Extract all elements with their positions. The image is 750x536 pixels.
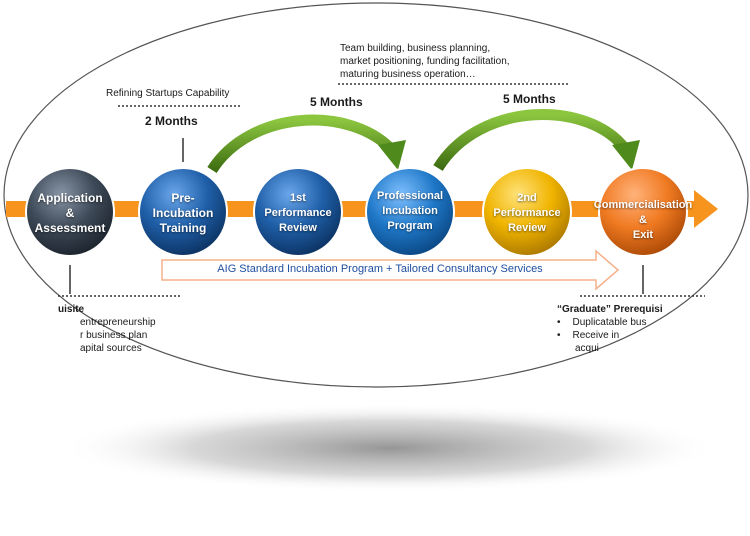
left-prerequisite-item: entrepreneurship <box>80 317 156 328</box>
left-prerequisite-title: uisite <box>58 304 85 315</box>
stage-circle-professional <box>365 167 455 257</box>
left-prerequisite-item: apital sources <box>80 343 142 354</box>
left-prerequisite-item: r business plan <box>80 330 148 341</box>
program-arrow <box>161 249 620 291</box>
stage-circle-application <box>25 167 115 257</box>
green-arrowhead-1 <box>378 140 406 170</box>
right-prerequisite-title: “Graduate” Prerequisi <box>557 304 663 315</box>
stage-circle-1st-review <box>253 167 343 257</box>
stage-circle-exit <box>598 167 688 257</box>
stage-circle-2nd-review <box>482 167 572 257</box>
right-prerequisite-item: •Duplicatable bus <box>557 317 647 328</box>
right-prerequisite-item: acqui <box>575 343 599 354</box>
bullet-icon: • <box>557 317 561 328</box>
services-text: Team building, business planning, market… <box>340 43 510 80</box>
program-label: AIG Standard Incubation Program + Tailor… <box>217 263 543 275</box>
left-prerequisite: uisite entrepreneurship r business plan … <box>58 303 156 355</box>
right-prerequisite: “Graduate” Prerequisi •Duplicatable bus … <box>557 303 663 355</box>
duration-2-months: 2 Months <box>145 114 198 128</box>
green-arrow-2 <box>433 109 631 172</box>
stage-label-application: Application&Assessment <box>34 191 106 235</box>
refining-label: Refining Startups Capability <box>106 88 230 99</box>
timeline-arrowhead <box>694 190 718 228</box>
right-prerequisite-item: •Receive in <box>557 330 620 341</box>
duration-5-months-1: 5 Months <box>310 95 363 109</box>
stage-circle-pre-incubation <box>138 167 228 257</box>
green-arrowhead-2 <box>612 140 640 170</box>
duration-5-months-2: 5 Months <box>503 92 556 106</box>
green-arrow-1 <box>207 114 397 174</box>
stage-label-exit: Commercialisation&Exit <box>593 199 693 241</box>
ellipse-shadow <box>60 403 720 493</box>
bullet-icon: • <box>557 330 561 341</box>
